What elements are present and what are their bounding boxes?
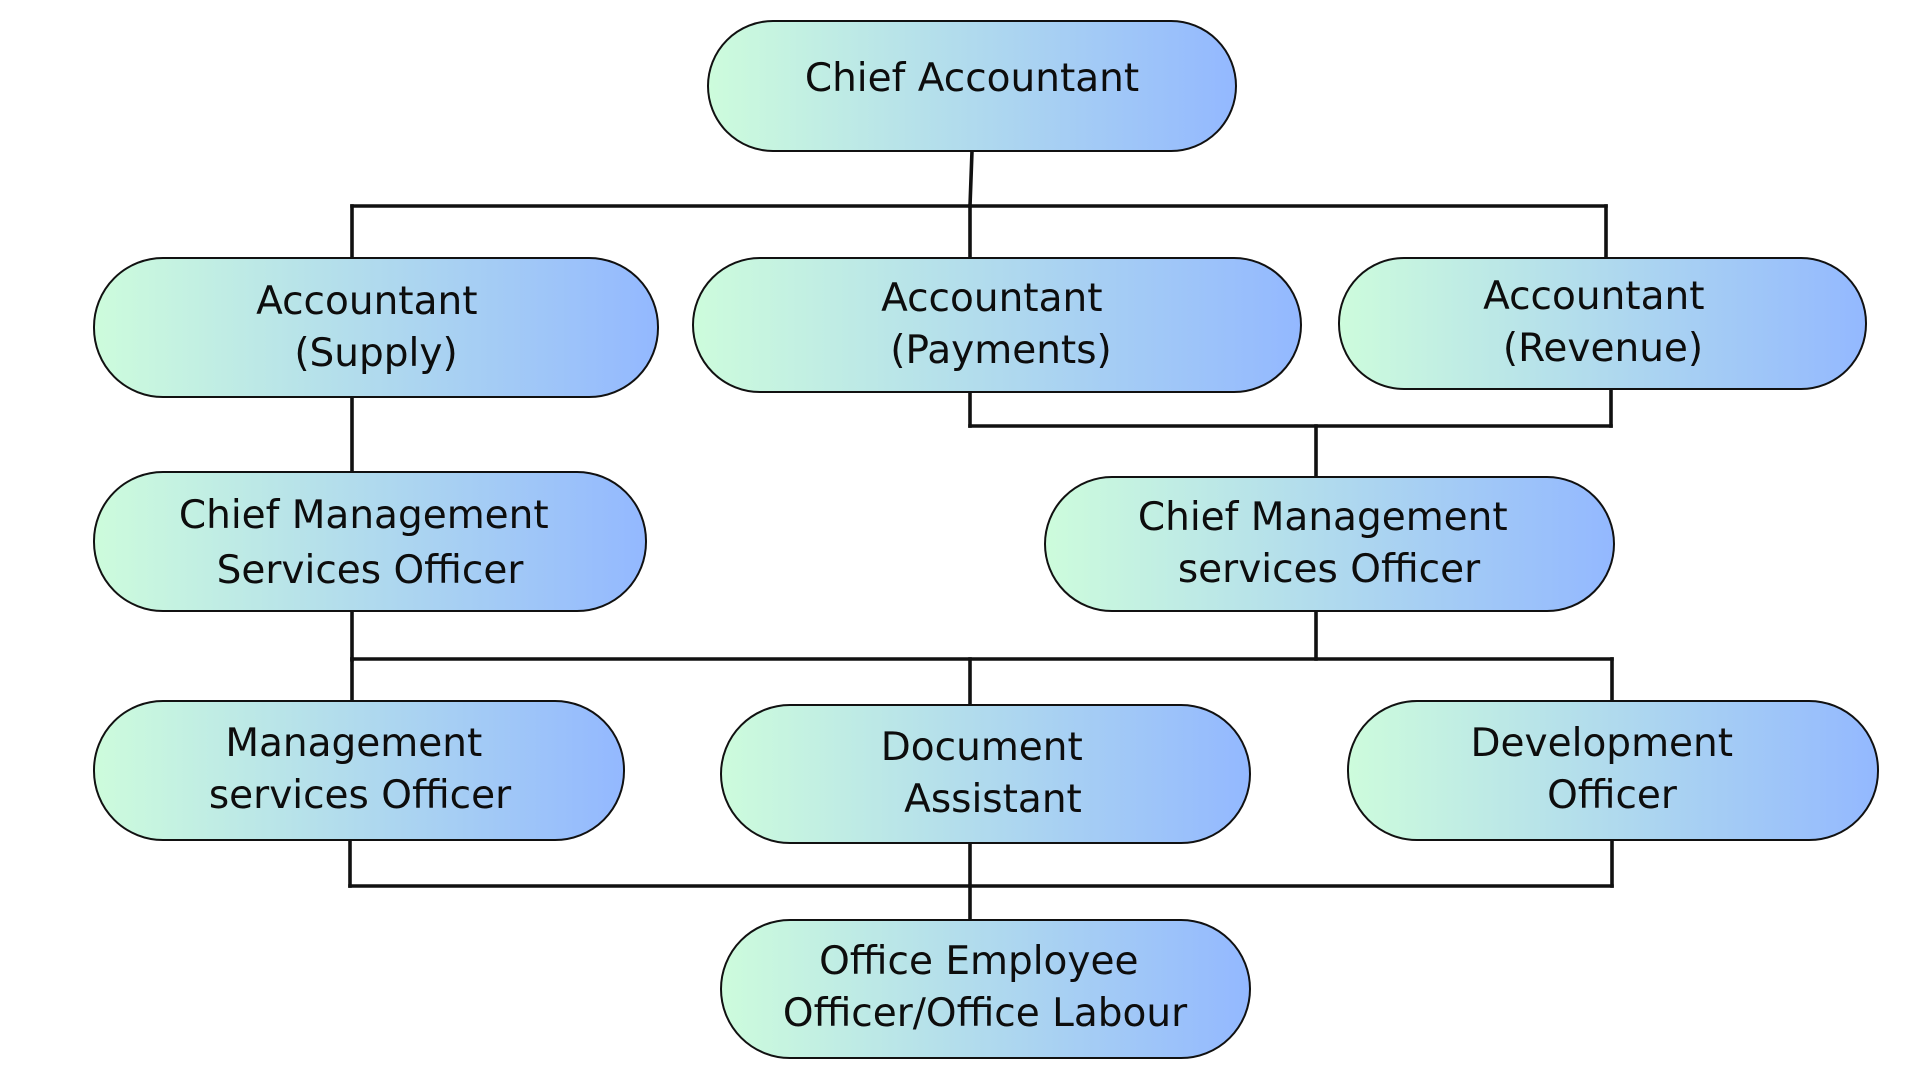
node-box: [707, 20, 1237, 152]
node-label-line: Services Officer: [217, 548, 525, 593]
node-management-services-officer: Management services Officer: [93, 700, 625, 841]
node-label: Office Employee Officer/Office Labour: [783, 939, 1188, 1036]
node-chief-mso-right: Chief Management services Officer: [1044, 476, 1615, 612]
node-accountant-revenue: Accountant (Revenue): [1338, 257, 1867, 390]
node-label: Chief Management services Officer: [1138, 495, 1520, 592]
connector-line: [968, 149, 974, 208]
node-label-line: Office Employee: [819, 939, 1138, 984]
node-box: [93, 257, 659, 398]
node-label-line: (Revenue): [1503, 326, 1703, 371]
node-accountant-supply: Accountant (Supply): [93, 257, 659, 398]
node-box: [1347, 700, 1879, 841]
node-label-line: Assistant: [904, 777, 1082, 822]
node-label-line: services Officer: [209, 773, 512, 818]
node-label-line: (Supply): [294, 331, 457, 376]
node-office-employee: Office Employee Officer/Office Labour: [720, 919, 1251, 1059]
node-document-assistant: Document Assistant: [720, 704, 1251, 844]
node-box: [1044, 476, 1615, 612]
node-box: [692, 257, 1302, 393]
node-label-line: Accountant: [881, 276, 1102, 321]
node-label-line: services Officer: [1178, 547, 1481, 592]
node-box: [720, 919, 1251, 1059]
node-development-officer: Development Officer: [1347, 700, 1879, 841]
node-label-line: Chief Accountant: [805, 56, 1139, 101]
node-accountant-payments: Accountant (Payments): [692, 257, 1302, 393]
node-box: [720, 704, 1251, 844]
node-box: [1338, 257, 1867, 390]
node-label: Accountant (Payments): [881, 276, 1115, 373]
node-label: Chief Accountant: [805, 56, 1139, 101]
node-label-line: Officer/Office Labour: [783, 991, 1188, 1036]
node-label-line: Accountant: [1483, 274, 1704, 319]
connector-lines: [348, 149, 1614, 922]
node-label-line: Development: [1471, 721, 1734, 766]
node-label-line: Chief Management: [179, 493, 549, 538]
node-label: Management services Officer: [209, 721, 512, 818]
node-chief-accountant: Chief Accountant: [707, 20, 1237, 152]
node-label-line: Officer: [1547, 773, 1678, 818]
node-label: Accountant (Supply): [256, 279, 490, 376]
node-label: Development Officer: [1471, 721, 1746, 818]
node-label: Accountant (Revenue): [1483, 274, 1717, 371]
node-box: [93, 700, 625, 841]
node-chief-mso-left: Chief Management Services Officer: [93, 471, 647, 612]
node-label-line: Chief Management: [1138, 495, 1508, 540]
node-label-line: (Payments): [890, 328, 1112, 373]
node-label: Chief Management Services Officer: [179, 493, 561, 593]
node-label-line: Management: [225, 721, 482, 766]
node-box: [93, 471, 647, 612]
node-label-line: Accountant: [256, 279, 477, 324]
node-label-line: Document: [881, 725, 1083, 770]
node-label: Document Assistant: [881, 725, 1095, 822]
